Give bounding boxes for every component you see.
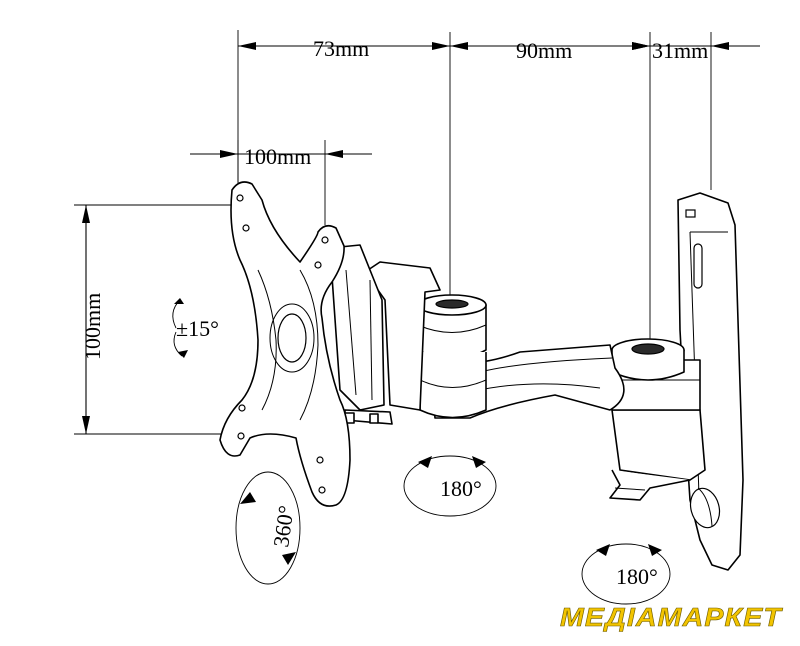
vesa-vertical-dimension	[74, 204, 240, 435]
tilt-indicator	[172, 298, 188, 358]
wall-knuckle	[609, 359, 706, 501]
pan-arm-indicator	[403, 455, 497, 517]
outer-pivot	[611, 338, 685, 381]
brand-logo-text: МЕДІАМАРКЕТ	[560, 602, 783, 632]
dim-73mm-label: 73mm	[313, 36, 369, 61]
vesa-horizontal-dimension	[190, 140, 372, 225]
swivel-label: 360°	[268, 504, 299, 549]
dim-31mm-label: 31mm	[652, 38, 708, 63]
vesa-vertical-label: 100mm	[80, 293, 105, 360]
inner-pivot	[417, 294, 487, 419]
swivel-indicator	[235, 471, 301, 585]
pan-arm-label: 180°	[440, 476, 482, 501]
vesa-horizontal-label: 100mm	[244, 144, 311, 169]
pan-wall-indicator	[581, 543, 671, 605]
top-dimension-group	[237, 30, 760, 345]
dim-90mm-label: 90mm	[516, 38, 572, 63]
tilt-label: ±15°	[176, 316, 219, 341]
tilt-bracket	[329, 244, 441, 425]
pan-wall-label: 180°	[616, 564, 658, 589]
vesa-plate	[219, 181, 351, 507]
